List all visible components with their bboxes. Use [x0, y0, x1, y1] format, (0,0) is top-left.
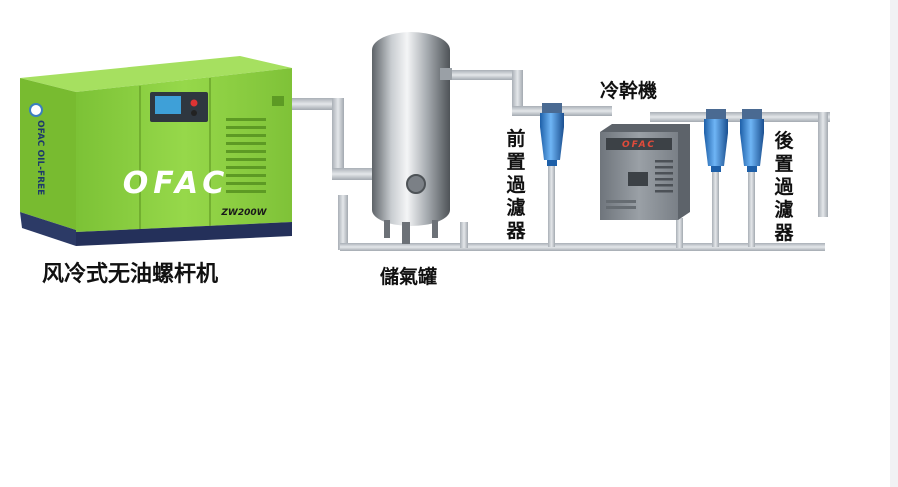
dryer-caption: 冷幹機: [600, 76, 657, 103]
tank-icon: [372, 32, 452, 244]
caption-char: 置: [773, 153, 795, 176]
compressor-side-text: OFAC OIL-FREE: [35, 120, 45, 195]
compressor-model: ZW200W: [220, 208, 267, 218]
caption-char: 置: [505, 151, 527, 174]
caption-char: 器: [505, 220, 527, 243]
caption-char: 後: [773, 130, 795, 153]
tank-caption: 儲氣罐: [380, 262, 437, 289]
post-filter-caption: 後置過濾器: [773, 130, 795, 245]
page-edge: [890, 0, 898, 487]
dryer-brand: OFAC: [622, 140, 656, 150]
caption-char: 前: [505, 128, 527, 151]
caption-char: 過: [773, 176, 795, 199]
filter-icon: [704, 109, 728, 172]
pre-filter-caption: 前置過濾器: [505, 128, 527, 243]
caption-char: 濾: [505, 197, 527, 220]
dryer-icon: [600, 124, 690, 220]
filter-icon: [740, 109, 764, 172]
compressor-brand: OFAC: [123, 166, 229, 201]
filter-icon: [540, 103, 564, 166]
caption-char: 濾: [773, 199, 795, 222]
caption-char: 過: [505, 174, 527, 197]
caption-char: 器: [773, 222, 795, 245]
compressor-caption: 风冷式无油螺杆机: [42, 256, 218, 288]
